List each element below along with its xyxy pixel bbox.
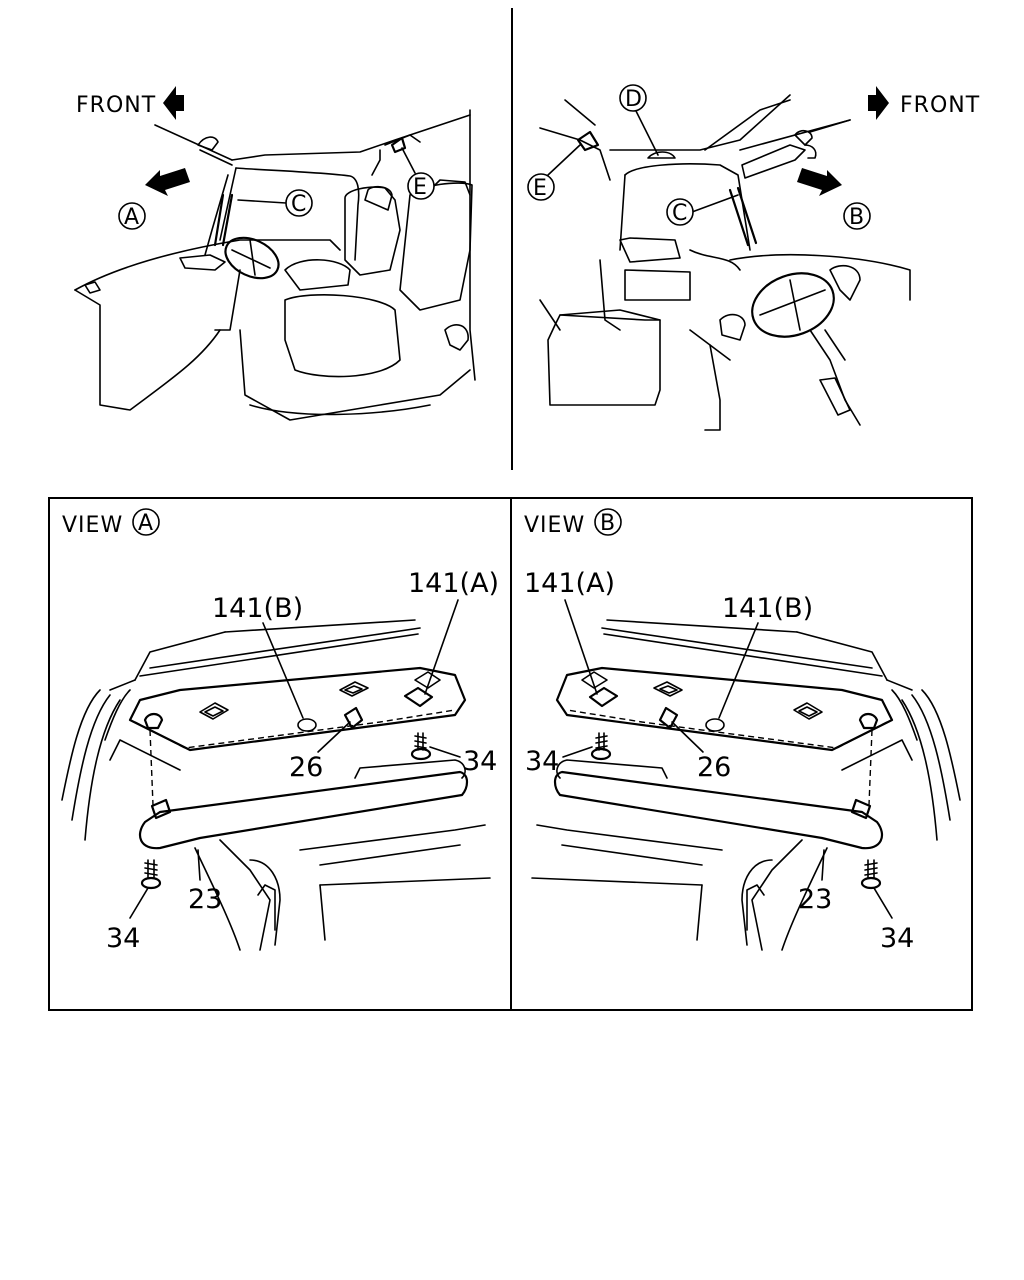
svg-text:A: A — [138, 511, 154, 536]
svg-text:C: C — [672, 201, 688, 226]
view-b-label-34-right: 34 — [873, 887, 914, 954]
svg-text:26: 26 — [289, 752, 323, 783]
svg-text:VIEW: VIEW — [524, 513, 585, 538]
view-a-label-34-left: 34 — [106, 887, 149, 954]
assembly-arrow-left-icon — [145, 168, 190, 196]
assembly-arrow-right-icon — [797, 168, 842, 196]
svg-text:VIEW: VIEW — [62, 513, 123, 538]
view-a-label-23: 23 — [188, 849, 222, 915]
view-a-label-141a: 141(A) — [408, 568, 499, 695]
front-label-left: FRONT — [76, 93, 156, 118]
view-b-title: VIEW B — [524, 508, 622, 538]
view-a-illustration — [61, 619, 491, 951]
svg-text:B: B — [849, 205, 865, 230]
svg-text:141(B): 141(B) — [212, 593, 303, 624]
callout-a-top-left: A — [118, 202, 146, 230]
view-a-label-34-right: 34 — [429, 746, 497, 777]
svg-text:E: E — [413, 175, 428, 200]
callout-d-top-right: D — [619, 84, 659, 156]
view-a-label-141b: 141(B) — [212, 593, 304, 719]
callout-b-top-right: B — [843, 202, 871, 230]
svg-text:26: 26 — [697, 752, 731, 783]
view-b-label-23: 23 — [798, 849, 832, 915]
view-a-title: VIEW A — [62, 508, 160, 538]
view-b-label-141a: 141(A) — [524, 568, 615, 695]
svg-text:23: 23 — [188, 884, 222, 915]
svg-text:141(B): 141(B) — [722, 593, 813, 624]
front-arrow-left-icon — [163, 86, 184, 120]
svg-text:D: D — [625, 87, 643, 112]
view-b-illustration — [531, 619, 961, 951]
svg-text:E: E — [533, 176, 548, 201]
svg-text:C: C — [291, 192, 307, 217]
callout-e-top-left: E — [401, 147, 435, 200]
callout-c-top-left: C — [237, 189, 313, 217]
top-left-cab-illustration: FRONT — [74, 86, 476, 421]
svg-text:23: 23 — [798, 884, 832, 915]
callout-e-top-right: E — [527, 144, 581, 201]
svg-text:34: 34 — [463, 746, 497, 777]
callout-c-top-right: C — [666, 194, 739, 226]
view-b-label-34-left: 34 — [525, 746, 593, 777]
view-b-label-26: 26 — [671, 721, 731, 783]
svg-text:A: A — [124, 205, 140, 230]
svg-text:141(A): 141(A) — [408, 568, 499, 599]
front-label-right: FRONT — [900, 93, 980, 118]
svg-text:B: B — [600, 511, 616, 536]
svg-text:34: 34 — [880, 923, 914, 954]
top-right-cab-illustration: FRONT — [539, 86, 980, 431]
svg-text:34: 34 — [525, 746, 559, 777]
svg-text:34: 34 — [106, 923, 140, 954]
front-arrow-right-icon — [868, 86, 889, 120]
svg-text:141(A): 141(A) — [524, 568, 615, 599]
view-b-label-141b: 141(B) — [718, 593, 813, 719]
view-a-label-26: 26 — [289, 721, 351, 783]
